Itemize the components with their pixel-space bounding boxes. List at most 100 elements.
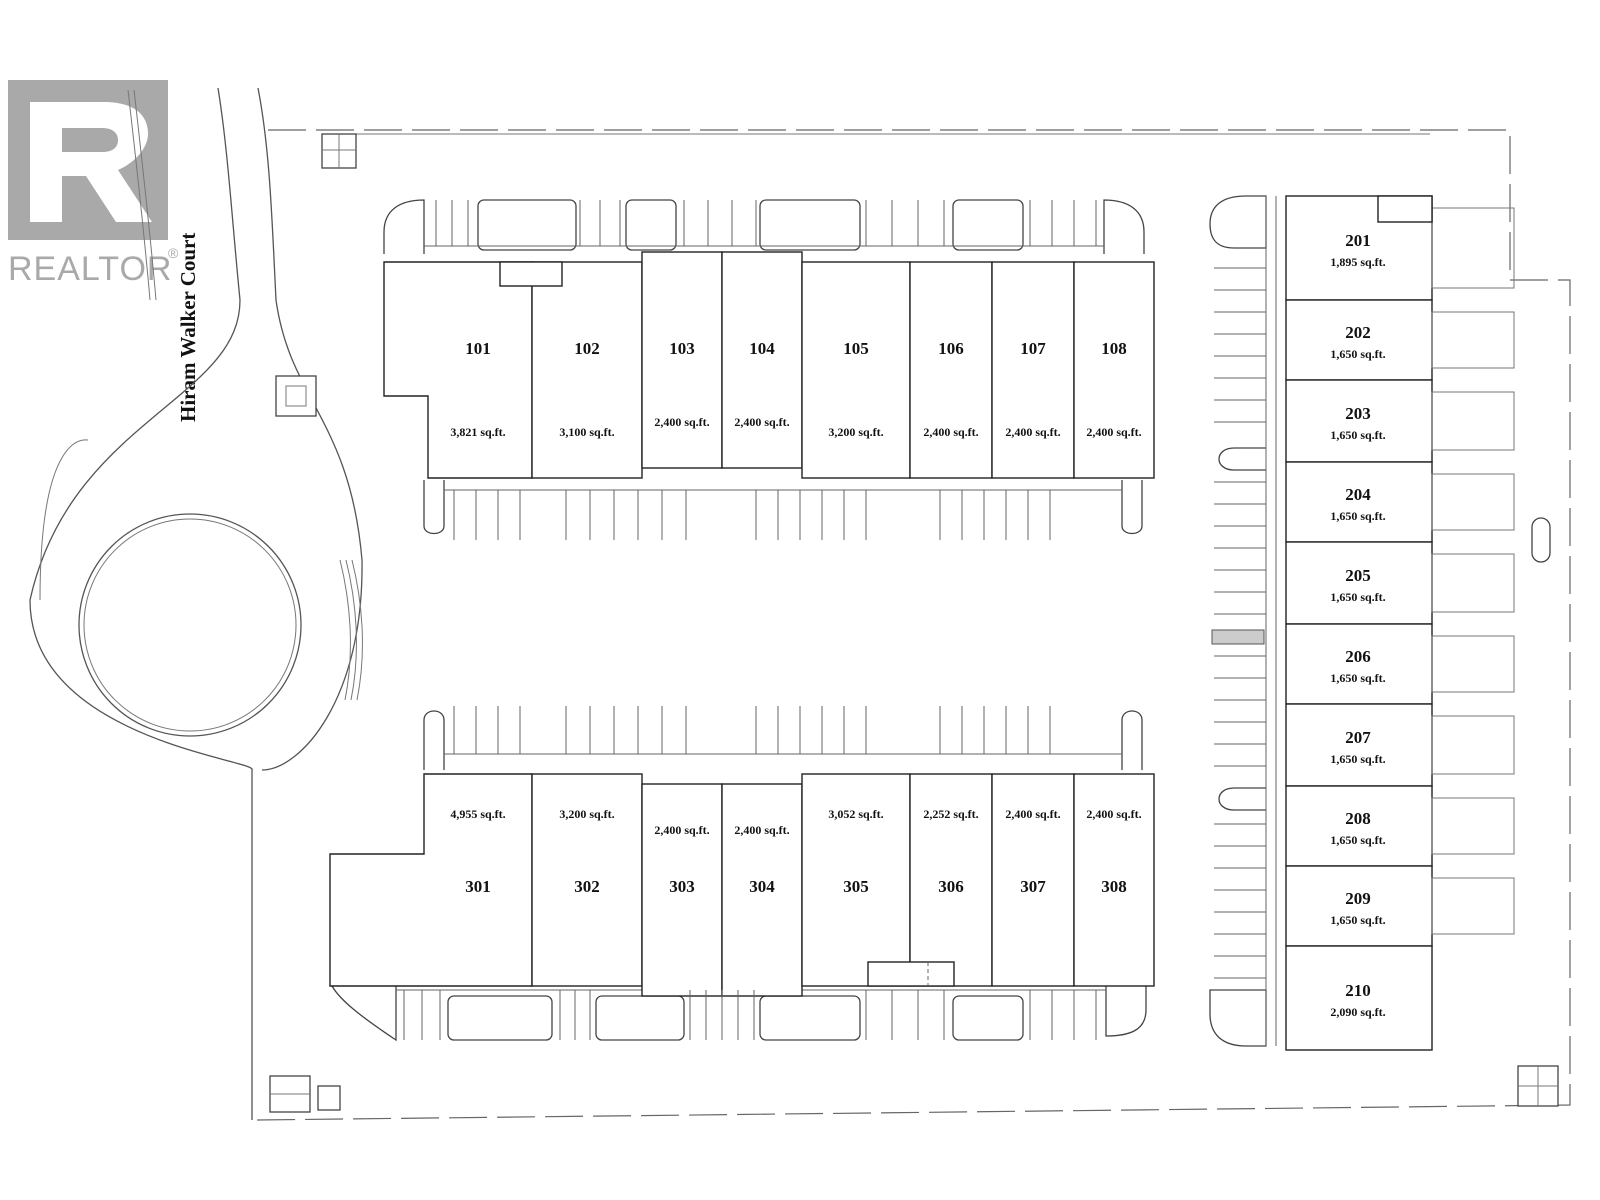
- building-200: 201 1,895 sq.ft. 202 1,650 sq.ft. 203 1,650 s…: [1285, 195, 1515, 1051]
- unit-area: 4,955 sq.ft.: [450, 807, 505, 821]
- unit-number: 208: [1345, 809, 1371, 828]
- unit-number: 205: [1345, 566, 1371, 585]
- unit-number: 303: [669, 877, 695, 896]
- unit-area: 2,400 sq.ft.: [923, 425, 978, 439]
- unit-area: 2,400 sq.ft.: [1086, 425, 1141, 439]
- unit-number: 306: [938, 877, 964, 896]
- gate-bottom-left: [269, 1075, 341, 1113]
- loading-pad: [1431, 553, 1515, 613]
- unit-area: 1,650 sq.ft.: [1330, 671, 1385, 685]
- unit-208[interactable]: 208 1,650 sq.ft.: [1285, 785, 1433, 867]
- unit-area: 1,650 sq.ft.: [1330, 347, 1385, 361]
- loading-pad: [1431, 207, 1515, 289]
- unit-number: 301: [465, 877, 491, 896]
- unit-308[interactable]: 308 2,400 sq.ft.: [1073, 773, 1155, 987]
- loading-pad: [1431, 715, 1515, 775]
- unit-number: 105: [843, 339, 869, 358]
- loading-pad: [1431, 391, 1515, 451]
- unit-area: 2,400 sq.ft.: [734, 823, 789, 837]
- realtor-logo-text: REALTOR: [8, 250, 172, 288]
- unit-number: 107: [1020, 339, 1046, 358]
- unit-301[interactable]: 301 4,955 sq.ft.: [329, 773, 533, 987]
- unit-area: 1,650 sq.ft.: [1330, 833, 1385, 847]
- unit-210[interactable]: 210 2,090 sq.ft.: [1285, 945, 1433, 1051]
- street-name-label: Hiram Walker Court: [176, 233, 200, 422]
- unit-number: 106: [938, 339, 964, 358]
- unit-area: 3,100 sq.ft.: [559, 425, 614, 439]
- parking-bottom-north: [423, 710, 1143, 770]
- realtor-logo: REALTOR ®: [8, 80, 179, 288]
- unit-102[interactable]: 102 3,100 sq.ft.: [531, 261, 643, 479]
- unit-306[interactable]: 306 2,252 sq.ft.: [909, 773, 993, 987]
- loading-pad: [1431, 797, 1515, 855]
- unit-107[interactable]: 107 2,400 sq.ft.: [991, 261, 1075, 479]
- hatched-area: [1211, 629, 1265, 645]
- loading-pad: [1431, 311, 1515, 369]
- unit-205[interactable]: 205 1,650 sq.ft.: [1285, 541, 1433, 625]
- unit-number: 102: [574, 339, 600, 358]
- unit-number: 305: [843, 877, 869, 896]
- realtor-r-icon: [30, 102, 152, 222]
- unit-207[interactable]: 207 1,650 sq.ft.: [1285, 703, 1433, 787]
- unit-106[interactable]: 106 2,400 sq.ft.: [909, 261, 993, 479]
- unit-number: 304: [749, 877, 775, 896]
- unit-number: 204: [1345, 485, 1371, 504]
- unit-number: 203: [1345, 404, 1371, 423]
- registered-mark: ®: [168, 245, 179, 261]
- unit-number: 307: [1020, 877, 1046, 896]
- parking-top-south: [423, 480, 1143, 535]
- unit-206[interactable]: 206 1,650 sq.ft.: [1285, 623, 1433, 705]
- unit-area: 2,400 sq.ft.: [734, 415, 789, 429]
- unit-number: 210: [1345, 981, 1371, 1000]
- unit-number: 207: [1345, 728, 1371, 747]
- unit-number: 101: [465, 339, 491, 358]
- unit-number: 201: [1345, 231, 1371, 250]
- unit-area: 2,252 sq.ft.: [923, 807, 978, 821]
- unit-103[interactable]: 103 2,400 sq.ft.: [641, 251, 723, 469]
- unit-area: 2,090 sq.ft.: [1330, 1005, 1385, 1019]
- sign-structure: [275, 375, 317, 417]
- unit-number: 202: [1345, 323, 1371, 342]
- parking-stall-lines: [403, 200, 1266, 1040]
- parking-bottom-south: [331, 985, 1147, 1042]
- unit-area: 1,650 sq.ft.: [1330, 752, 1385, 766]
- unit-area: 2,400 sq.ft.: [654, 823, 709, 837]
- loading-pad: [1431, 877, 1515, 935]
- unit-area: 1,895 sq.ft.: [1330, 255, 1385, 269]
- unit-area: 1,650 sq.ft.: [1330, 913, 1385, 927]
- unit-number: 103: [669, 339, 695, 358]
- unit-number: 209: [1345, 889, 1371, 908]
- parking-top-north: [383, 199, 1145, 254]
- property-line: [255, 129, 1571, 1121]
- unit-area: 1,650 sq.ft.: [1330, 428, 1385, 442]
- gate-bottom-right: [1517, 1065, 1559, 1107]
- unit-305[interactable]: 305 3,052 sq.ft.: [801, 773, 911, 987]
- unit-area: 2,400 sq.ft.: [1086, 807, 1141, 821]
- unit-area: 3,052 sq.ft.: [828, 807, 883, 821]
- unit-number: 206: [1345, 647, 1371, 666]
- unit-number: 308: [1101, 877, 1127, 896]
- unit-area: 1,650 sq.ft.: [1330, 590, 1385, 604]
- unit-202[interactable]: 202 1,650 sq.ft.: [1285, 299, 1433, 381]
- unit-number: 108: [1101, 339, 1127, 358]
- unit-304[interactable]: 304 2,400 sq.ft.: [721, 783, 803, 997]
- unit-108[interactable]: 108 2,400 sq.ft.: [1073, 261, 1155, 479]
- unit-105[interactable]: 105 3,200 sq.ft.: [801, 261, 911, 479]
- unit-area: 3,200 sq.ft.: [559, 807, 614, 821]
- gate-top-left: [321, 133, 357, 169]
- unit-area: 2,400 sq.ft.: [654, 415, 709, 429]
- unit-303[interactable]: 303 2,400 sq.ft.: [641, 783, 723, 997]
- unit-area: 2,400 sq.ft.: [1005, 425, 1060, 439]
- unit-area: 3,200 sq.ft.: [828, 425, 883, 439]
- unit-209[interactable]: 209 1,650 sq.ft.: [1285, 865, 1433, 947]
- loading-pad: [1431, 473, 1515, 531]
- unit-201[interactable]: 201 1,895 sq.ft.: [1285, 195, 1433, 301]
- unit-203[interactable]: 203 1,650 sq.ft.: [1285, 379, 1433, 463]
